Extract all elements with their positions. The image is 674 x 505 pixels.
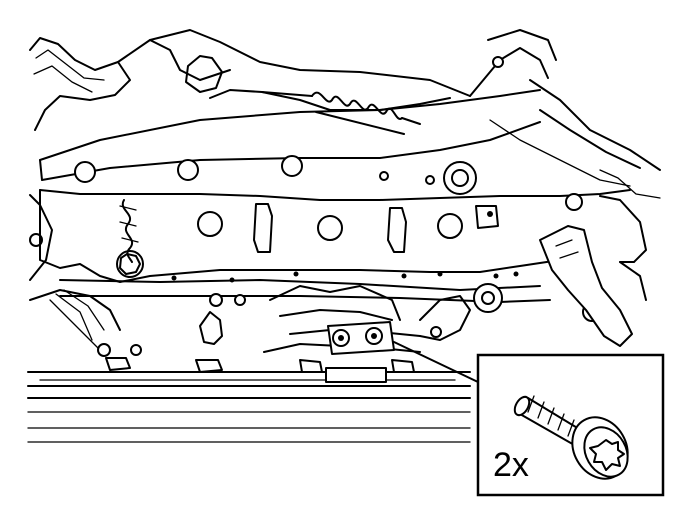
lower-mechanism — [199, 285, 471, 353]
seat-rail — [27, 371, 471, 443]
callout-leader — [393, 341, 479, 383]
quantity-label: 2x — [493, 446, 529, 484]
main-frame-member — [39, 89, 631, 322]
upper-frame — [117, 29, 661, 199]
cable — [119, 199, 139, 263]
bracket-screws — [327, 321, 395, 355]
rail-nuts — [97, 343, 415, 383]
torx-screw-icon — [513, 395, 629, 480]
adjust-lever — [539, 195, 647, 347]
